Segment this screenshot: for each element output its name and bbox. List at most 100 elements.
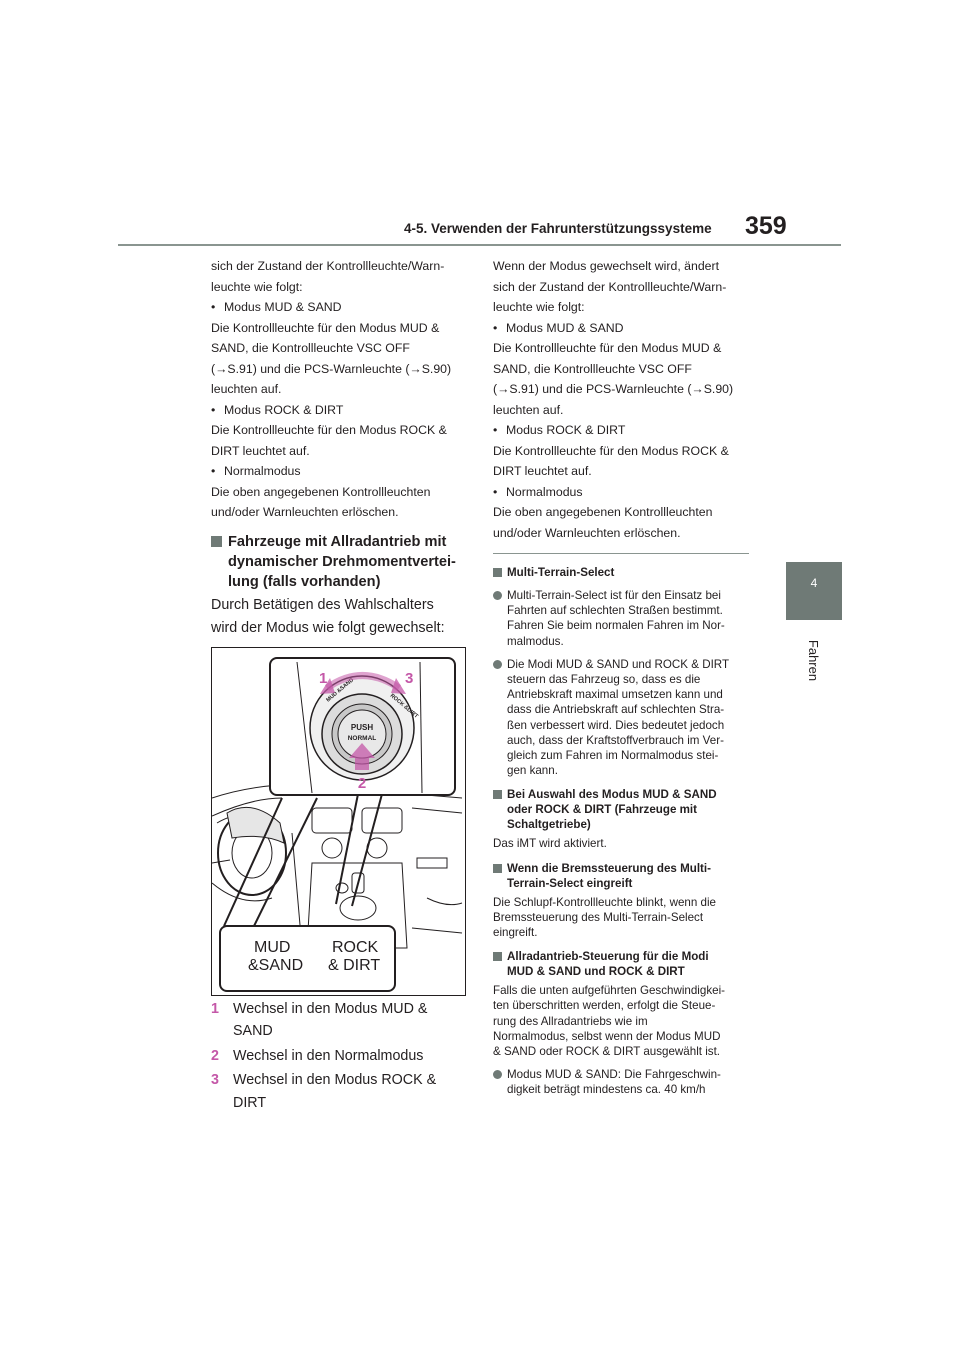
bullet-label: Normalmodus [506, 484, 583, 499]
text-line: SAND, die Kontrollleuchte VSC OFF [211, 341, 410, 355]
step-text: SAND [233, 1023, 273, 1039]
note-heading-text: Allradantrieb-Steuerung für die Modi [507, 950, 709, 964]
sand-label: &SAND [248, 957, 303, 974]
text-line: leuchten auf. [493, 402, 564, 417]
note-text: malmodus. [507, 634, 564, 648]
arrow-left-head-icon [320, 677, 335, 694]
note-text: Das iMT wird aktiviert. [493, 837, 607, 851]
step-item: 3 Wechsel in den Modus ROCK & DIRT [211, 1069, 473, 1114]
note-text: gen kann. [507, 764, 558, 778]
notes-section: Multi-Terrain-Select Multi-Terrain-Selec… [493, 558, 755, 1098]
note-text: eingreift. [493, 926, 538, 940]
selector-switch-illustration: PUSH NORMAL MUD &SAND ROCK &DIRT 1 3 2 M… [211, 646, 466, 996]
note-text: auch, dass der Kraftstoffverbrauch im Ve… [507, 733, 724, 747]
note-text: Falls die unten aufgeführten Geschwindig… [493, 984, 726, 998]
right-column: Wenn der Modus gewechselt wird, ändert s… [493, 256, 753, 543]
push-label: PUSH [351, 723, 373, 732]
text-line: Wenn der Modus gewechselt wird, ändert [493, 259, 720, 273]
note-heading-text: MUD & SAND und ROCK & DIRT [507, 965, 685, 979]
note-heading-text: Schaltgetriebe) [507, 818, 591, 832]
illustration-svg: PUSH NORMAL MUD &SAND ROCK &DIRT 1 3 2 M… [212, 656, 463, 992]
note-text: Die Schlupf-Kontrollleuchte blinkt, wenn… [493, 895, 716, 909]
note-heading-text: Terrain-Select eingreift [507, 876, 633, 890]
note-text: Die Modi MUD & SAND und ROCK & DIRT [507, 657, 730, 671]
push-arrow-icon [349, 742, 375, 770]
bullet-label: Modus ROCK & DIRT [506, 423, 626, 437]
square-bullet-icon [493, 863, 502, 873]
step-text: Wechsel in den Normalmodus [233, 1047, 424, 1064]
text-line: (→S.91) und die PCS-Warnleuchte (→S.90) [211, 361, 452, 376]
note-text: Normalmodus, selbst wenn der Modus MUD [493, 1029, 721, 1043]
note-text: digkeit beträgt mindestens ca. 40 km/h [507, 1083, 706, 1097]
text-line: leuchte wie folgt: [493, 300, 585, 314]
note-text: ten überschritten werden, erfolgt die St… [493, 999, 716, 1013]
bullet-label: Normalmodus [224, 464, 301, 478]
note-text: Modus MUD & SAND: Die Fahrgeschwin- [507, 1068, 721, 1082]
chapter-label-text: Fahren [806, 639, 822, 681]
note-paragraph: Die Schlupf-Kontrollleuchte blinkt, wenn… [493, 895, 755, 941]
left-column: sich der Zustand der Kontrollleuchte/War… [211, 256, 473, 1114]
note-heading-text: Multi-Terrain-Select [507, 566, 615, 579]
note-heading-text: Bei Auswahl des Modus MUD & SAND [507, 788, 717, 802]
note-text: ßen verbessert wird. Dies bedeutet jedoc… [507, 718, 725, 732]
note-text: rung des Allradantriebs wie im [493, 1014, 648, 1028]
text-line: Die Kontrollleuchte für den Modus ROCK & [211, 423, 447, 437]
heading-line: dynamischer Drehmomentvertei- [228, 553, 456, 570]
arrow-right-head-icon [391, 677, 406, 694]
text-line: leuchte wie folgt: [211, 279, 303, 294]
section-heading: Fahrzeuge mit Allradantrieb mit dynamisc… [211, 532, 473, 592]
note-text: Fahren Sie beim normalen Fahren im Nor- [507, 619, 725, 633]
step-text: DIRT [233, 1094, 267, 1111]
bullet-label: Modus MUD & SAND [224, 300, 342, 314]
bullet-item: •Modus MUD & SAND [493, 320, 624, 335]
note-text: steuern das Fahrzeug so, dass es die [507, 673, 701, 687]
text-line: leuchten auf. [211, 382, 282, 396]
square-bullet-icon [493, 568, 502, 577]
note-paragraph: Falls die unten aufgeführten Geschwindig… [493, 983, 755, 1059]
dirt-label: & DIRT [328, 957, 380, 974]
note-text: Antriebskraft maximal umsetzen kann und [507, 688, 723, 702]
callout-3: 3 [405, 670, 413, 687]
rock-label: ROCK [332, 939, 379, 956]
text-line: wird der Modus wie folgt gewechselt: [211, 620, 445, 636]
step-item: 1 Wechsel in den Modus MUD & SAND [211, 998, 473, 1043]
bullet-item: •Modus ROCK & DIRT [211, 402, 344, 417]
note-heading-text: oder ROCK & DIRT (Fahrzeuge mit [507, 803, 698, 817]
note-bullet: Multi-Terrain-Select ist für den Einsatz… [493, 588, 755, 649]
header-divider [118, 244, 841, 246]
bullet-item: •Modus ROCK & DIRT [493, 423, 626, 437]
note-heading: Bei Auswahl des Modus MUD & SAND oder RO… [493, 787, 755, 832]
note-heading-text: Wenn die Bremssteuerung des Multi- [507, 861, 711, 875]
callout-2: 2 [358, 775, 366, 792]
step-number: 1 [211, 1000, 219, 1017]
circle-bullet-icon [493, 591, 502, 600]
chapter-number: 4 [810, 576, 818, 590]
text-line: Die oben angegebenen Kontrollleuchten [493, 505, 713, 519]
circle-bullet-icon [493, 1070, 502, 1080]
text-line: sich der Zustand der Kontrollleuchte/War… [211, 259, 445, 273]
text-line: DIRT leuchtet auf. [211, 443, 310, 458]
heading-line: lung (falls vorhanden) [228, 573, 381, 590]
callout-1: 1 [319, 670, 327, 687]
note-heading: Multi-Terrain-Select [493, 565, 755, 580]
mud-label: MUD [254, 939, 290, 956]
bullet-item: •Modus MUD & SAND [211, 300, 342, 314]
note-text: Fahrten auf schlechten Straßen bestimmt. [507, 604, 723, 618]
section-title: 4-5. Verwenden der Fahrunterstützungssys… [404, 221, 712, 236]
note-text: Multi-Terrain-Select ist für den Einsatz… [507, 589, 721, 602]
text-line: Die Kontrollleuchte für den Modus ROCK & [493, 443, 729, 458]
note-text: & SAND oder ROCK & DIRT ausgewählt ist. [493, 1045, 721, 1059]
text-line: Die Kontrollleuchte für den Modus MUD & [493, 341, 722, 355]
step-number: 3 [211, 1072, 219, 1088]
circle-bullet-icon [493, 659, 502, 669]
square-bullet-icon [211, 535, 222, 547]
bullet-label: Modus MUD & SAND [506, 320, 624, 335]
step-text: Wechsel in den Modus MUD & [233, 1000, 428, 1017]
note-text: Bremssteuerung des Multi-Terrain-Select [493, 910, 704, 924]
text-line: Die oben angegebenen Kontrollleuchten [211, 484, 431, 499]
bullet-item: •Normalmodus [211, 464, 301, 478]
text-line: Durch Betätigen des Wahlschalters [211, 596, 434, 613]
note-heading: Allradantrieb-Steuerung für die Modi MUD… [493, 949, 755, 979]
text-line: und/oder Warnleuchten erlöschen. [493, 525, 681, 540]
step-number: 2 [211, 1047, 219, 1064]
